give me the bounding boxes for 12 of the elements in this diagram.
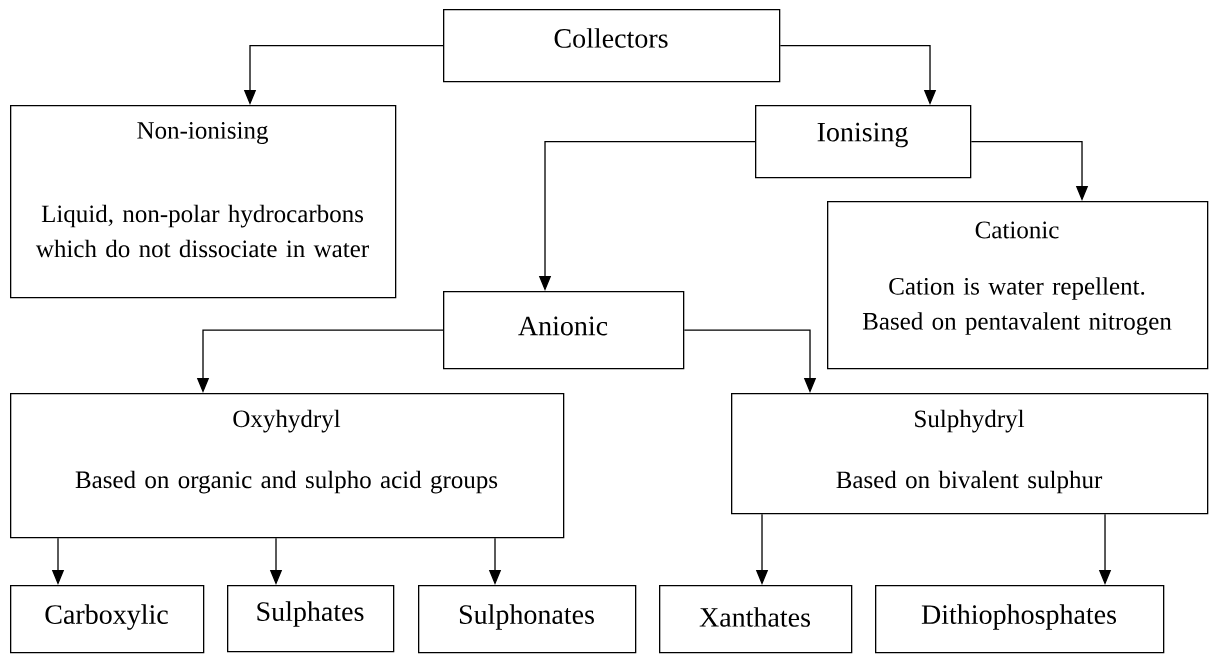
category-box: Sulphates [227,585,395,653]
category-box: Collectors [443,9,781,83]
category-box: Carboxylic [10,585,205,654]
category-box: Ionising [755,105,972,179]
category-box: Sulphydryl Based on bivalent sulphur [731,393,1209,515]
category-box: Oxyhydryl Based on organic and sulpho acid groups [10,393,565,539]
category-box: Xanthates [659,585,853,654]
category-box: Dithiophosphates [875,585,1165,654]
category-box: Sulphonates [418,585,637,654]
category-box: Non-ionising Liquid, non-polar hydrocarbons which do not dissociate in water [10,105,397,299]
category-box: Anionic [443,291,685,370]
category-box: Cationic Cation is water repellent. Based on pentavalent nitrogen [827,201,1209,370]
